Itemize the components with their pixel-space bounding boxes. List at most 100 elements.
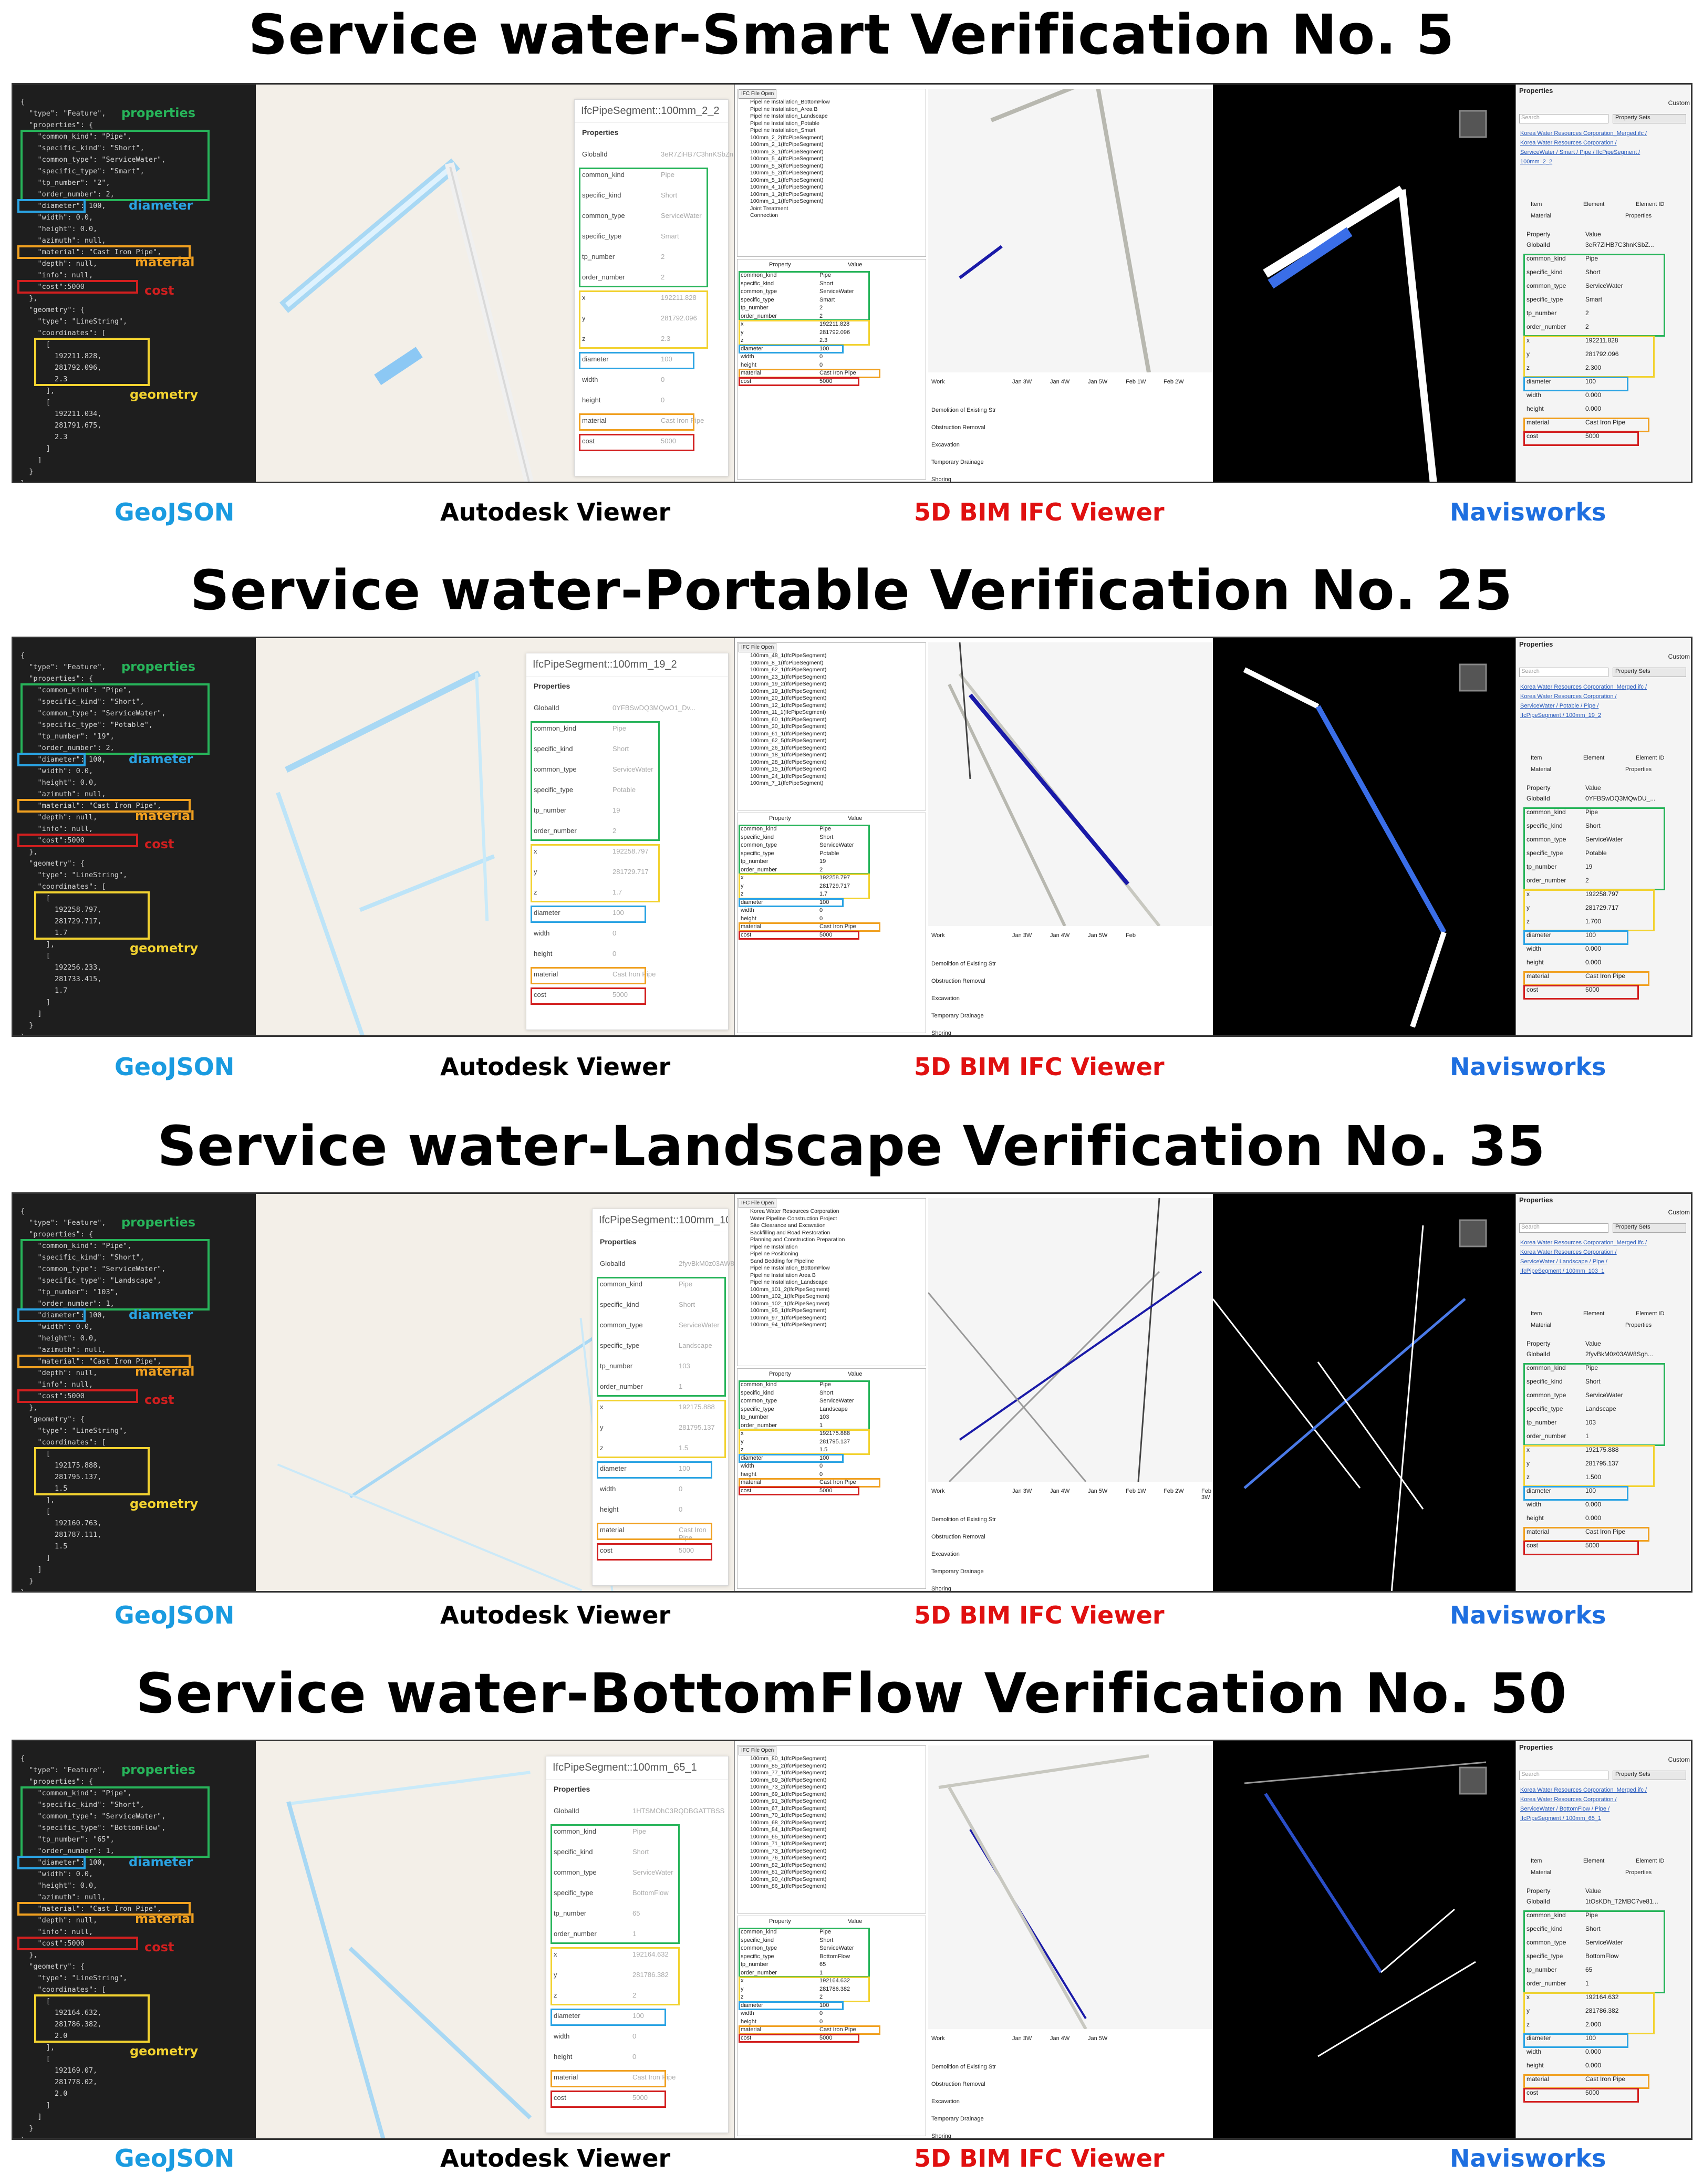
tree-item[interactable]: 100mm_23_1(IfcPipeSegment) (750, 673, 827, 680)
tree-item[interactable]: 100mm_18_1(IfcPipeSegment) (750, 752, 827, 758)
ifc-3d-view[interactable] (928, 1198, 1212, 1482)
ifc-file-open-button[interactable]: IFC File Open (739, 89, 777, 99)
breadcrumb-link[interactable]: ServiceWater / Landscape / Pipe / (1520, 1259, 1607, 1265)
properties-section-toggle[interactable]: Properties (534, 682, 570, 690)
gantt-task-row[interactable]: Obstruction Removal (931, 1534, 985, 1540)
tree-item[interactable]: 100mm_61_1(IfcPipeSegment) (750, 730, 827, 737)
navis-pipe-segment[interactable] (1244, 1761, 1487, 1784)
navis-tab[interactable]: Material (1531, 1869, 1552, 1876)
tree-item[interactable]: 100mm_2_1(IfcPipeSegment) (750, 141, 824, 148)
tree-item[interactable]: Pipeline Installation_Landscape (750, 113, 828, 119)
pipe-segment[interactable] (287, 1771, 531, 1806)
tree-item[interactable]: 100mm_69_1(IfcPipeSegment) (750, 1791, 827, 1797)
navis-tab[interactable]: Element (1583, 201, 1605, 207)
tree-item[interactable]: Connection (750, 212, 778, 219)
gantt-task-row[interactable]: Obstruction Removal (931, 2081, 985, 2087)
breadcrumb-link[interactable]: IfcPipeSegment / 100mm_19_2 (1520, 712, 1602, 719)
pipe-segment[interactable] (277, 1463, 583, 1591)
tree-item[interactable]: 100mm_91_3(IfcPipeSegment) (750, 1798, 827, 1804)
gantt-task-row[interactable]: Temporary Drainage (931, 459, 984, 465)
gantt-task-row[interactable]: Demolition of Existing Str (931, 961, 996, 967)
tree-item[interactable]: 100mm_15_1(IfcPipeSegment) (750, 766, 827, 772)
selection-path-breadcrumb[interactable]: Korea Water Resources Corporation_Merged… (1520, 1238, 1688, 1276)
autodesk-viewer-panel[interactable]: IfcPipeSegment::100mm_103_1PropertiesGlo… (256, 1194, 734, 1591)
pipe-segment[interactable] (286, 1801, 386, 2138)
tree-item[interactable]: Backfilling and Road Restoration (750, 1229, 830, 1236)
tree-item[interactable]: Pipeline Installation_Landscape (750, 1279, 828, 1285)
breadcrumb-link[interactable]: Korea Water Resources Corporation / (1520, 1796, 1617, 1803)
tree-item[interactable]: 100mm_5_3(IfcPipeSegment) (750, 162, 824, 169)
tree-item[interactable]: 100mm_1_2(IfcPipeSegment) (750, 191, 824, 197)
ifc-pipe-segment[interactable] (948, 1786, 1087, 2029)
navis-tab[interactable]: Material (1531, 213, 1552, 219)
navisworks-3d-view[interactable] (1213, 1741, 1515, 2138)
ifc-pipe-segment[interactable] (938, 1754, 1149, 1789)
tree-item[interactable]: 100mm_82_1(IfcPipeSegment) (750, 1861, 827, 1868)
ifc-3d-view[interactable] (928, 89, 1212, 372)
gantt-task-row[interactable]: Excavation (931, 1551, 960, 1557)
navis-pipe-segment[interactable] (1317, 1961, 1476, 2057)
navis-pipe-segment[interactable] (1264, 1793, 1383, 1973)
navis-tab[interactable]: Properties (1625, 1322, 1652, 1328)
gantt-task-row[interactable]: Obstruction Removal (931, 424, 985, 431)
property-sets-dropdown[interactable]: Property Sets (1613, 668, 1686, 677)
search-input[interactable]: Search (1519, 1223, 1608, 1233)
tree-item[interactable]: 100mm_81_2(IfcPipeSegment) (750, 1869, 827, 1875)
breadcrumb-link[interactable]: IfcPipeSegment / 100mm_65_1 (1520, 1815, 1602, 1822)
tree-item[interactable]: 100mm_80_1(IfcPipeSegment) (750, 1755, 827, 1762)
breadcrumb-link[interactable]: Korea Water Resources Corporation / (1520, 693, 1617, 700)
viewcube-icon[interactable] (1459, 663, 1487, 692)
tree-item[interactable]: 100mm_60_1(IfcPipeSegment) (750, 716, 827, 723)
ifc-pipe-segment[interactable] (948, 1271, 1160, 1482)
tree-item[interactable]: Pipeline Positioning (750, 1251, 798, 1257)
tree-item[interactable]: 100mm_11_1(IfcPipeSegment) (750, 709, 826, 715)
pipe-segment[interactable] (349, 1316, 625, 1499)
tree-item[interactable]: 100mm_73_2(IfcPipeSegment) (750, 1784, 827, 1790)
breadcrumb-link[interactable]: Korea Water Resources Corporation / (1520, 140, 1617, 146)
ifc-file-open-button[interactable]: IFC File Open (739, 643, 777, 652)
gantt-task-row[interactable]: Temporary Drainage (931, 2116, 984, 2122)
tree-item[interactable]: 100mm_5_4(IfcPipeSegment) (750, 155, 824, 162)
tree-item[interactable]: 100mm_24_1(IfcPipeSegment) (750, 773, 827, 779)
breadcrumb-link[interactable]: IfcPipeSegment / 100mm_103_1 (1520, 1268, 1605, 1274)
tree-item[interactable]: Joint Treatment (750, 205, 788, 212)
breadcrumb-link[interactable]: ServiceWater / Smart / Pipe / IfcPipeSeg… (1520, 149, 1640, 155)
viewcube-icon[interactable] (1459, 1219, 1487, 1247)
navis-tab[interactable]: Element (1583, 1311, 1605, 1317)
pipe-segment[interactable] (475, 673, 489, 921)
navisworks-3d-view[interactable] (1213, 85, 1515, 482)
tree-item[interactable]: 100mm_48_1(IfcPipeSegment) (750, 652, 827, 659)
pipe-segment[interactable] (449, 167, 530, 482)
viewcube-icon[interactable] (1459, 1766, 1487, 1795)
gantt-task-row[interactable]: Demolition of Existing Str (931, 407, 996, 413)
tree-item[interactable]: 100mm_97_1(IfcPipeSegment) (750, 1314, 827, 1321)
navis-tab[interactable]: Properties (1625, 213, 1652, 219)
navis-tab[interactable]: Item (1531, 1858, 1542, 1864)
tree-item[interactable]: 100mm_62_1(IfcPipeSegment) (750, 667, 827, 673)
tree-item[interactable]: 100mm_4_1(IfcPipeSegment) (750, 184, 824, 190)
navis-tab[interactable]: Element (1583, 755, 1605, 761)
tree-item[interactable]: 100mm_85_2(IfcPipeSegment) (750, 1762, 827, 1769)
pipe-segment[interactable] (348, 1947, 532, 2119)
navis-pipe-segment[interactable] (1213, 1298, 1361, 1489)
pipe-3d-scene[interactable] (256, 638, 734, 1035)
ifc-pipe-segment[interactable] (968, 693, 1130, 886)
tree-item[interactable]: Pipeline Installation_Smart (750, 127, 816, 133)
tree-item[interactable]: 100mm_94_1(IfcPipeSegment) (750, 1322, 827, 1328)
pipe-3d-scene[interactable] (256, 1741, 734, 2138)
navis-tab[interactable]: Element ID (1636, 755, 1665, 761)
tree-item[interactable]: 100mm_65_1(IfcPipeSegment) (750, 1833, 827, 1840)
tree-item[interactable]: 100mm_102_1(IfcPipeSegment) (750, 1293, 830, 1299)
navis-tab[interactable]: Element ID (1636, 201, 1665, 207)
tree-item[interactable]: Pipeline Installation_BottomFlow (750, 99, 830, 105)
property-sets-dropdown[interactable]: Property Sets (1613, 1771, 1686, 1780)
gantt-task-row[interactable]: Excavation (931, 995, 960, 1002)
navis-tab[interactable]: Element (1583, 1858, 1605, 1864)
